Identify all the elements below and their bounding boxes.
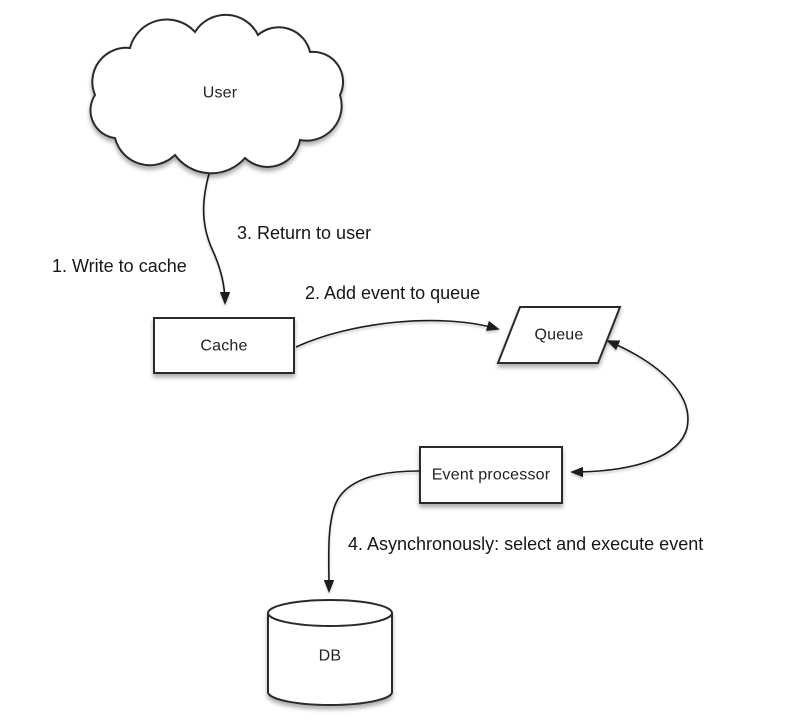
- arrow-cache-to-queue: [295, 319, 500, 348]
- annotation-step-2: 2. Add event to queue: [305, 283, 480, 303]
- cache-node: [153, 317, 295, 374]
- event-processor-label: Event processor: [432, 467, 551, 484]
- queue-label: Queue: [534, 327, 583, 344]
- annotation-step-3: 3. Return to user: [237, 223, 371, 243]
- queue-node: [496, 306, 622, 364]
- db-node: [267, 599, 393, 706]
- cache-label: Cache: [200, 338, 247, 355]
- arrow-user-to-cache: [202, 166, 231, 305]
- annotation-step-1: 1. Write to cache: [52, 256, 187, 276]
- event-processor-node: [419, 446, 563, 504]
- db-cylinder-body: [267, 613, 393, 706]
- db-cylinder-top: [267, 599, 393, 627]
- arrow-queue-event-processor: [570, 340, 689, 478]
- arrow-event-processor-to-db: [323, 470, 420, 593]
- user-label: User: [203, 85, 238, 102]
- annotation-step-4: 4. Asynchronously: select and execute ev…: [348, 534, 703, 554]
- db-label: DB: [319, 648, 342, 665]
- user-cloud-node: [89, 13, 345, 175]
